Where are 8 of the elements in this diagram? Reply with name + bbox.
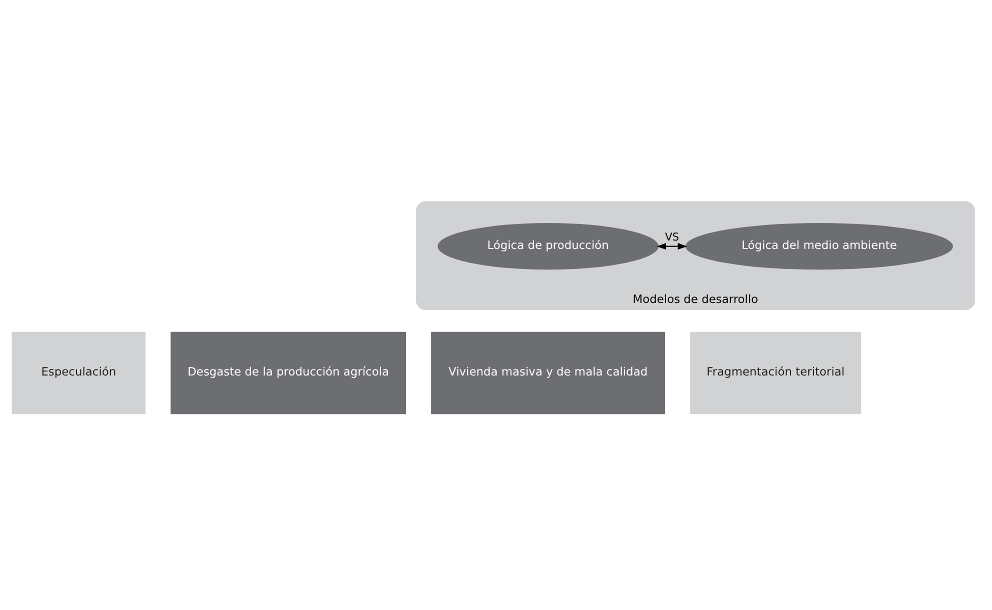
edge-label: VS xyxy=(664,230,680,244)
node-box: Vivienda masiva y de mala calidad xyxy=(431,332,666,414)
arrow xyxy=(656,243,688,250)
node-box: Desgaste de la producción agrícola xyxy=(170,332,406,414)
node-ellipse: Lógica del medio ambiente xyxy=(686,223,953,270)
node-box: Fragmentación teritorial xyxy=(690,332,862,414)
node-box: Especulación xyxy=(12,332,146,414)
node-ellipse: Lógica de producción xyxy=(438,223,658,270)
